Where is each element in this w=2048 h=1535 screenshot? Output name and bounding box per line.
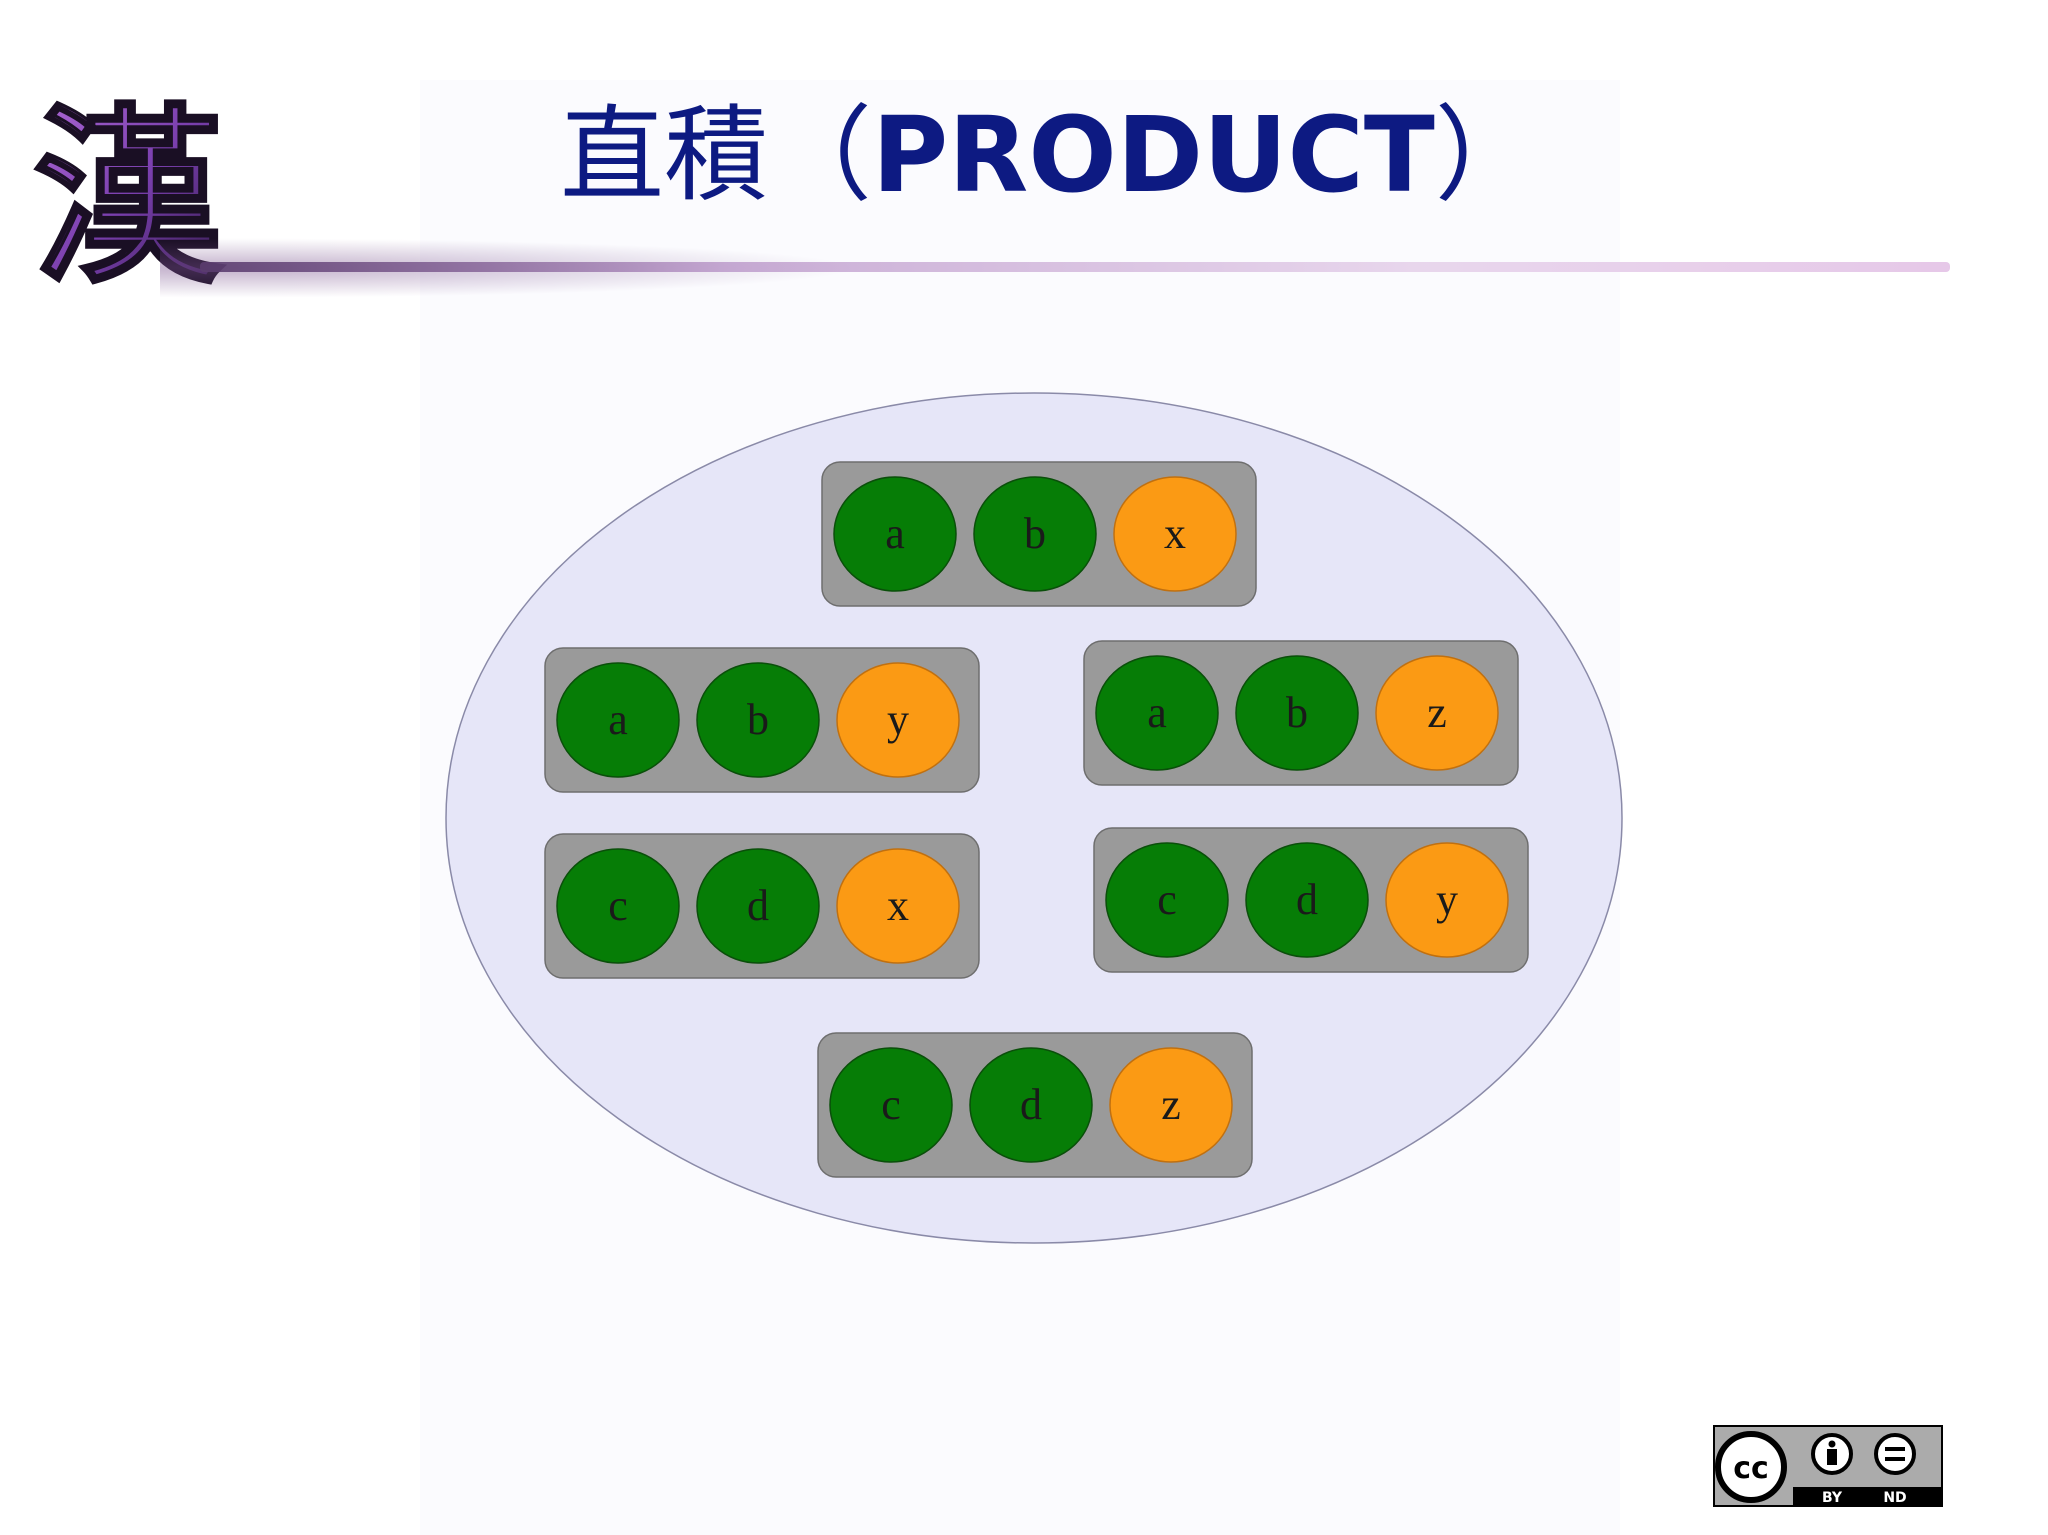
element-node-green (1245, 842, 1369, 958)
element-label: z (1161, 1080, 1181, 1129)
element-node-green (973, 476, 1097, 592)
element-label: x (1164, 509, 1186, 558)
element-label: y (887, 695, 909, 744)
element-label: z (1427, 688, 1447, 737)
element-node-orange (1385, 842, 1509, 958)
element-node-orange (1375, 655, 1499, 771)
element-label: a (1147, 688, 1167, 737)
no-derivatives-icon (1874, 1433, 1916, 1475)
element-label: d (1296, 875, 1318, 924)
element-label: c (881, 1080, 901, 1129)
cc-icon: cc (1715, 1431, 1787, 1503)
element-label: b (1286, 688, 1308, 737)
title-keyword: PRODUCT (872, 94, 1435, 216)
element-node-green (1235, 655, 1359, 771)
cc-license-badge[interactable]: cc BY ND (1713, 1425, 1943, 1507)
title-suffix: ） (1434, 94, 1539, 216)
element-label: b (1024, 509, 1046, 558)
title-prefix: 直積（ (560, 94, 873, 216)
element-node-green (556, 848, 680, 964)
element-label: a (608, 695, 628, 744)
element-node-orange (836, 662, 960, 778)
element-node-green (1105, 842, 1229, 958)
element-node-orange (1113, 476, 1237, 592)
element-node-green (556, 662, 680, 778)
element-node-green (696, 662, 820, 778)
element-label: y (1436, 875, 1458, 924)
slide-title: 直積（PRODUCT） (560, 90, 1560, 220)
attribution-icon (1811, 1433, 1853, 1475)
title-underline (200, 262, 1950, 272)
element-label: c (608, 881, 628, 930)
element-label: c (1157, 875, 1177, 924)
element-node-orange (836, 848, 960, 964)
by-label: BY (1822, 1490, 1843, 1506)
cartesian-product-set (445, 392, 1623, 1244)
element-node-green (833, 476, 957, 592)
element-node-orange (1109, 1047, 1233, 1163)
element-label: x (887, 881, 909, 930)
element-node-green (696, 848, 820, 964)
element-label: a (885, 509, 905, 558)
cc-label: cc (1733, 1451, 1769, 1486)
kanji-logo: 漢 (31, 85, 225, 305)
element-node-green (829, 1047, 953, 1163)
element-node-green (1095, 655, 1219, 771)
element-node-green (969, 1047, 1093, 1163)
nd-label: ND (1883, 1490, 1906, 1506)
element-label: b (747, 695, 769, 744)
element-label: d (747, 881, 769, 930)
logo-glyph: 漢 (33, 86, 224, 304)
element-label: d (1020, 1080, 1042, 1129)
